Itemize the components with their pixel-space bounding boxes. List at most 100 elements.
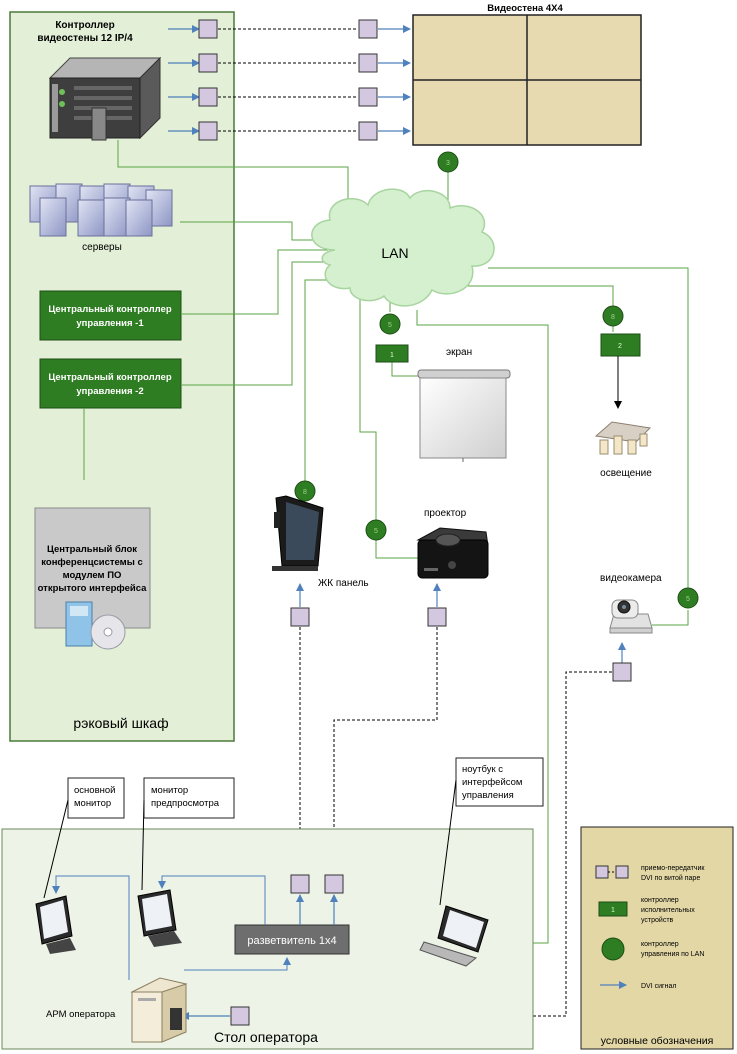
lan-controller-badge — [602, 305, 624, 327]
legend-badge-text: 1 — [611, 907, 615, 914]
legend-item-text: контроллер — [641, 897, 679, 904]
lcd-panel-icon — [272, 495, 324, 571]
main-monitor-callout-text: основной — [74, 785, 115, 796]
videowall-controller[interactable]: Контроллер видеостены 12 IP/4 — [37, 20, 162, 141]
actuator-controller-badge — [600, 333, 641, 357]
video-camera[interactable]: видеокамера 5 — [600, 573, 699, 634]
legend-item-actuator-controller: 1 контроллер исполнительных устройств — [598, 897, 695, 924]
central-controller-2[interactable]: Центральный контроллер управления -2 — [39, 358, 182, 409]
lcd-panel-label: ЖК панель — [318, 578, 369, 589]
workstation-label: АРМ оператора — [46, 1009, 116, 1020]
lan-controller-badge — [294, 480, 316, 502]
central-controller-1-box — [39, 290, 182, 341]
lan-controller-badge — [379, 313, 401, 335]
dvi-transceiver — [358, 53, 378, 73]
lan-controller-badge — [365, 519, 387, 541]
rack-cabinet-label: рэковый шкаф — [73, 715, 168, 731]
central-controller-2-box — [39, 358, 182, 409]
dvi-transceiver — [324, 874, 344, 894]
projector[interactable]: 5 проектор — [365, 508, 489, 579]
videowall-title: Видеостена 4Х4 — [487, 3, 563, 14]
central-controller-1-label: Центральный контроллер — [48, 304, 171, 315]
lan-cloud-shape — [311, 188, 495, 307]
legend-item-dvi-signal: DVI сигнал — [600, 981, 676, 990]
central-controller-1[interactable]: Центральный контроллер управления -1 — [39, 290, 182, 341]
conference-unit[interactable]: Центральный блок конференцсистемы с моду… — [34, 507, 151, 650]
dvi-transceiver — [198, 53, 218, 73]
dvi-transceiver — [198, 121, 218, 141]
actuator-controller-badge — [375, 344, 409, 363]
legend-item-text: DVI по витой паре — [641, 874, 700, 882]
lan-controller-badge-text: 8 — [611, 314, 615, 321]
dvi-transceiver — [358, 121, 378, 141]
software-package-icon — [65, 601, 126, 650]
monitor-icon — [35, 895, 76, 954]
dvi-transceiver — [198, 87, 218, 107]
lighting-label: освещение — [600, 468, 652, 479]
projector-label: проектор — [424, 508, 467, 519]
projection-screen[interactable]: 5 1 экран — [375, 313, 511, 462]
preview-monitor[interactable] — [137, 889, 182, 947]
videowall-controller-label-2: видеостены 12 IP/4 — [37, 33, 133, 44]
laptop-callout-text: ноутбук с — [462, 764, 503, 775]
lan-label: LAN — [381, 245, 408, 261]
preview-monitor-callout-text-2: предпросмотра — [151, 798, 220, 809]
lcd-panel[interactable]: 8 ЖК панель — [272, 480, 369, 589]
dvi-transceiver — [290, 874, 310, 894]
dvi-transceiver — [427, 607, 447, 627]
conference-unit-label-4: открытого интерфейса — [38, 583, 148, 594]
lighting[interactable]: 8 2 освещение — [594, 305, 652, 479]
screen-label: экран — [446, 347, 472, 358]
splitter-box — [234, 924, 350, 955]
legend-item-text: исполнительных — [641, 907, 695, 914]
videowall-feeds — [168, 19, 411, 141]
conference-unit-label-3: модулем ПО — [63, 570, 122, 581]
conference-unit-label-1: Центральный блок — [47, 544, 137, 555]
lan-controller-badge — [677, 587, 699, 609]
legend-item-text: DVI сигнал — [641, 983, 676, 990]
laptop-callout: ноутбук с интерфейсом управления — [439, 757, 544, 906]
dvi-transceiver — [358, 19, 378, 39]
server-box-icon — [48, 56, 162, 141]
splitter[interactable]: разветвитель 1x4 — [234, 924, 350, 955]
legend-item-text: управления по LAN — [641, 951, 704, 958]
lan-controller-badge-text: 5 — [374, 528, 378, 535]
laptop-callout-text-3: управления — [462, 790, 514, 801]
videowall[interactable]: Видеостена 4Х4 — [412, 3, 642, 146]
server-rack-icon — [29, 183, 173, 237]
workstation[interactable]: АРМ оператора — [46, 977, 188, 1043]
conference-unit-label-2: конференцсистемы с — [41, 557, 142, 568]
dvi-transceiver — [612, 662, 632, 682]
main-monitor[interactable] — [35, 895, 76, 954]
video-camera-label: видеокамера — [600, 573, 662, 584]
central-controller-1-label-2: управления -1 — [76, 318, 144, 329]
legend-item-lan-controller: контроллер управления по LAN — [601, 937, 704, 961]
legend-item-text: устройств — [641, 916, 674, 924]
videowall-controller-label: Контроллер — [55, 20, 114, 31]
laptop-callout-text-2: интерфейсом — [462, 777, 522, 788]
main-monitor-callout: основной монитор — [43, 777, 125, 899]
legend-item-text: контроллер — [641, 941, 679, 948]
ptz-camera-icon — [609, 599, 653, 634]
legend-item-transceiver: приемо-передатчик DVI по витой паре — [595, 865, 705, 882]
lan-cloud[interactable]: LAN — [311, 188, 495, 307]
servers-label: серверы — [82, 242, 122, 253]
lan-controller-badge-videowall: 3 — [437, 151, 459, 173]
laptop[interactable] — [419, 905, 489, 967]
monitor-icon — [137, 889, 182, 947]
preview-monitor-callout: монитор предпросмотра — [141, 777, 235, 891]
legend: условные обозначения приемо-передатчик D… — [580, 826, 734, 1050]
servers-cluster[interactable]: серверы — [29, 183, 173, 253]
pc-tower-icon — [130, 977, 188, 1043]
actuator-controller-badge-text: 2 — [618, 343, 622, 350]
projector-icon — [416, 527, 489, 579]
dvi-transceiver — [358, 87, 378, 107]
operator-wiring — [52, 874, 344, 1026]
splitter-label: разветвитель 1x4 — [247, 935, 336, 947]
legend-item-text: приемо-передатчик — [641, 865, 705, 872]
lan-controller-badge-text: 5 — [388, 322, 392, 329]
dvi-transceiver — [290, 607, 310, 627]
lan-controller-badge-text: 5 — [686, 596, 690, 603]
operator-desk-label: Стол оператора — [214, 1029, 318, 1045]
